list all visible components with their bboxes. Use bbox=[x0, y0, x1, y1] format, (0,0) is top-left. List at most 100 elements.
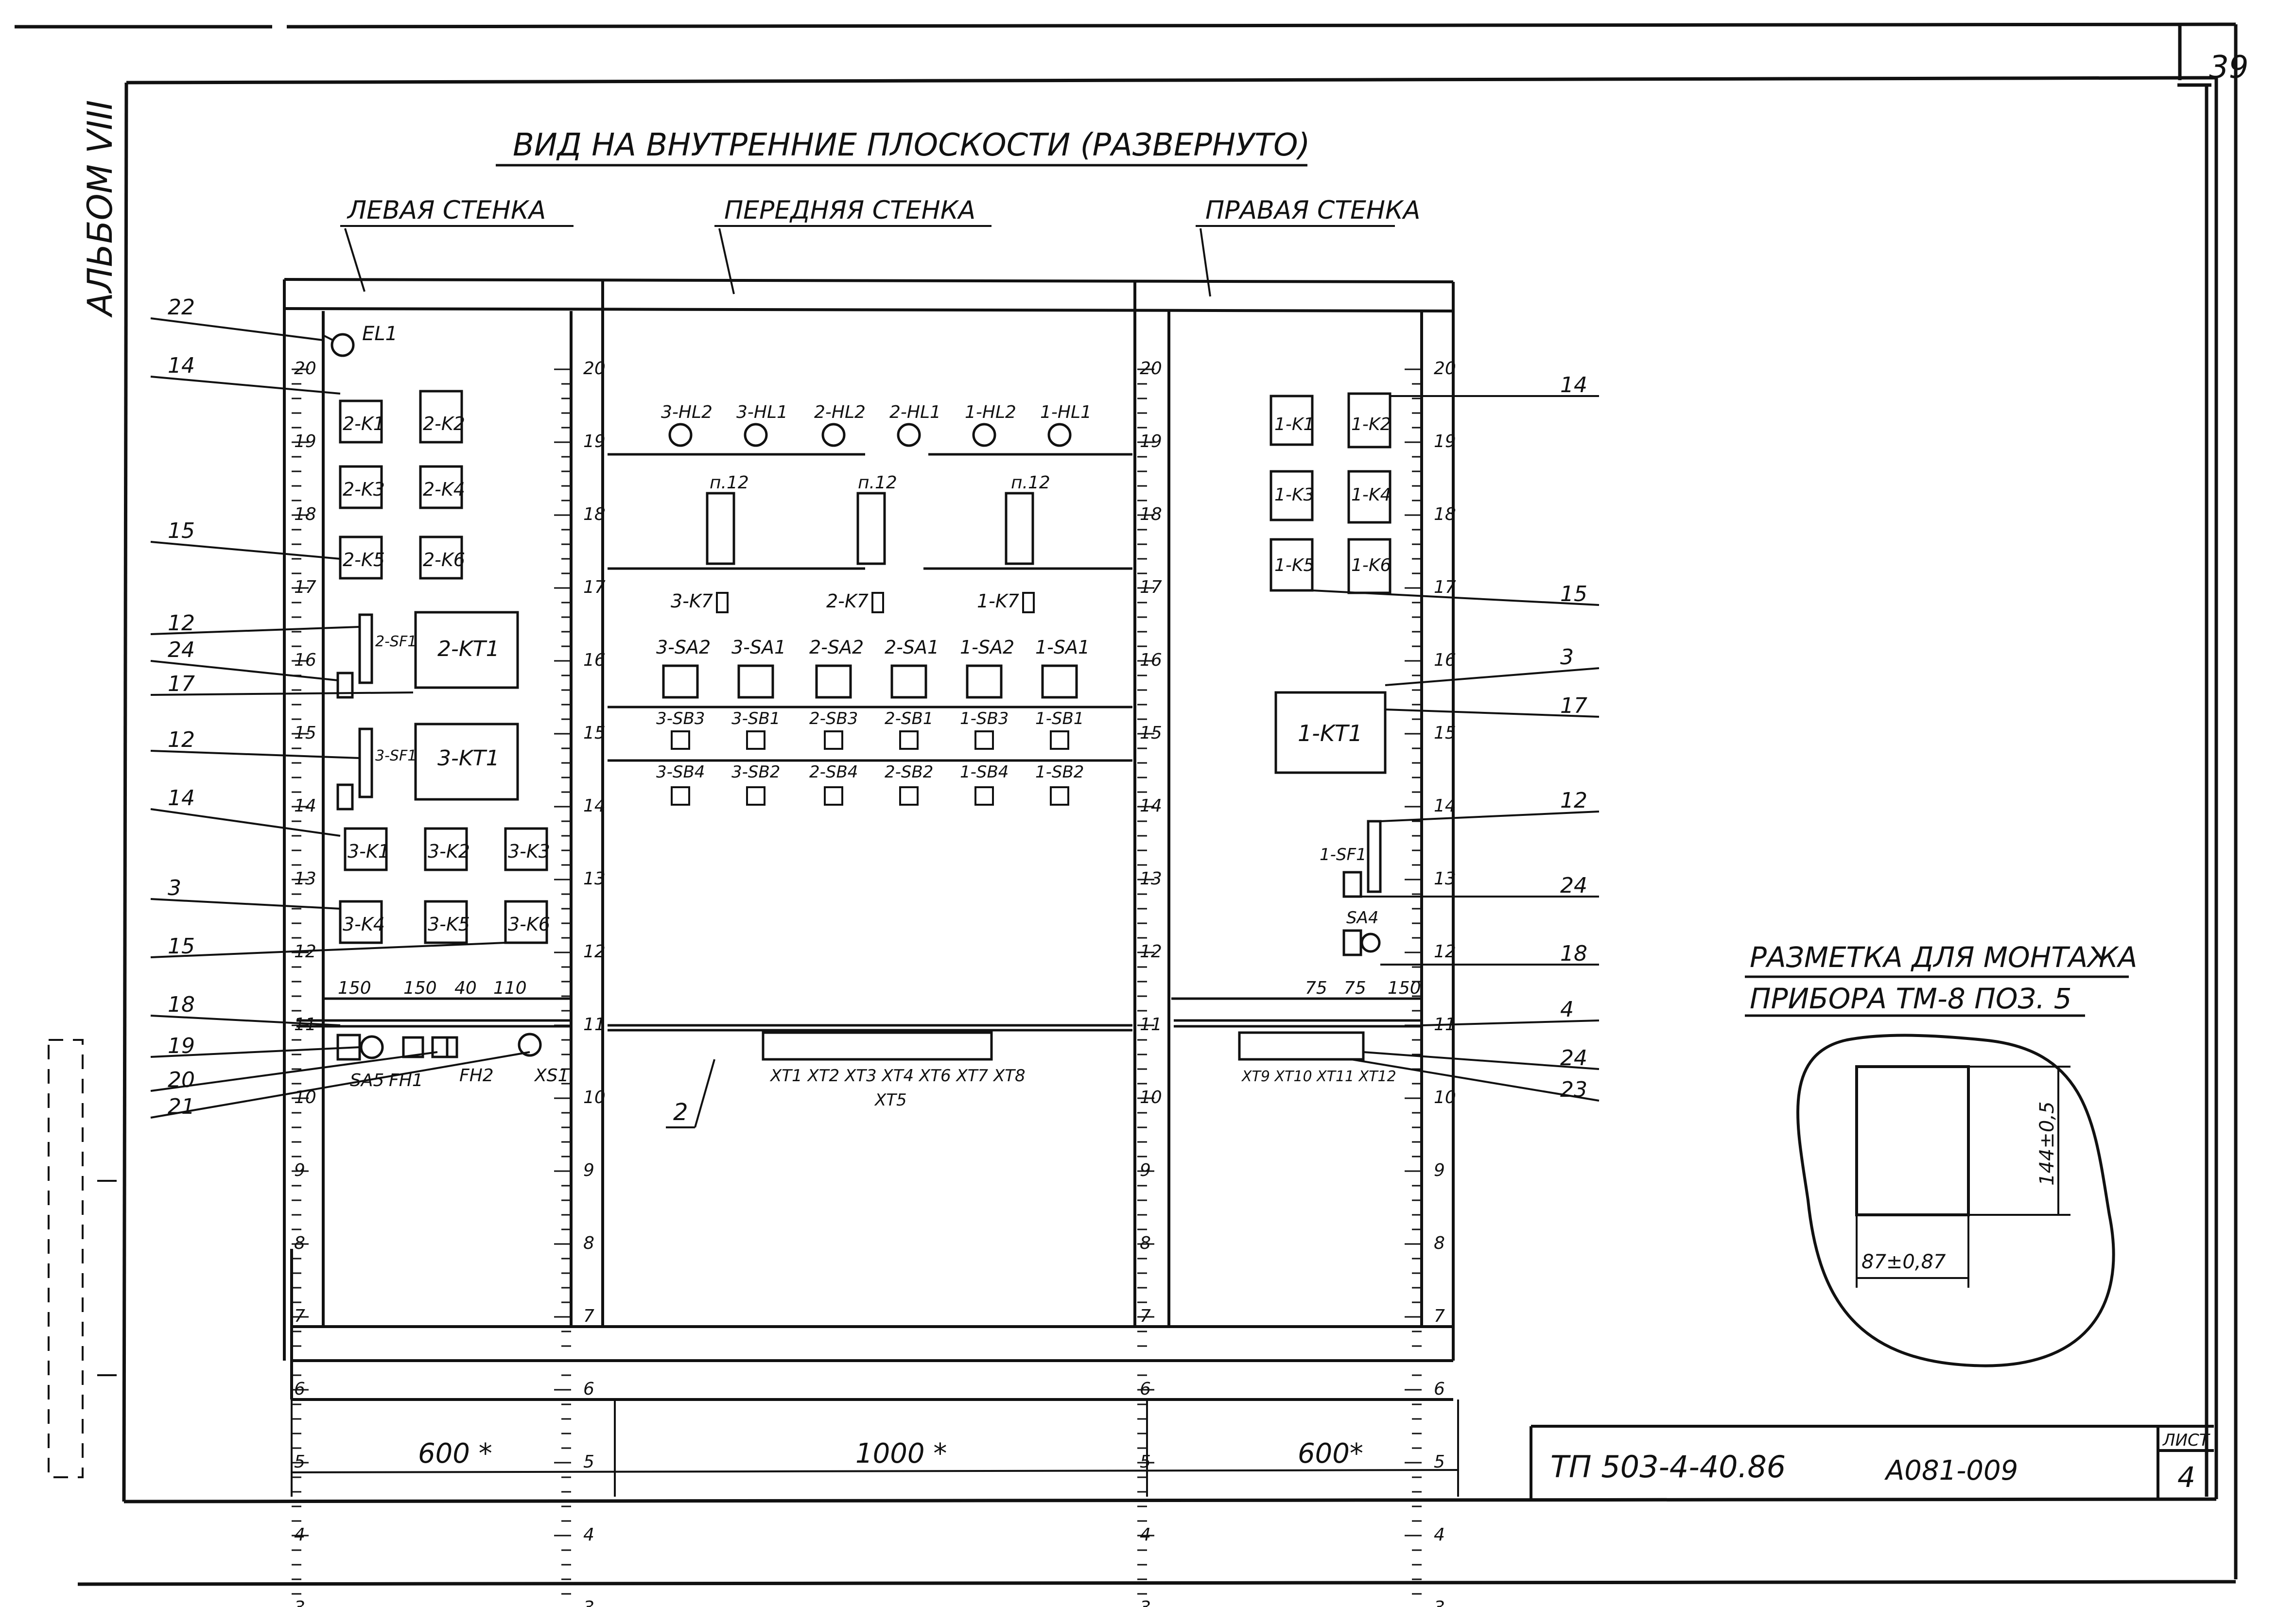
scale-number: 6 bbox=[583, 1379, 594, 1399]
switch-icon bbox=[737, 664, 774, 699]
leader-label: 21 bbox=[168, 1094, 195, 1119]
button-icon bbox=[974, 730, 994, 750]
scale-number: 18 bbox=[583, 504, 606, 524]
button-icon bbox=[1050, 786, 1069, 806]
label-3k6: 3-K6 bbox=[508, 914, 550, 935]
scale-number: 9 bbox=[583, 1160, 594, 1180]
mounting-dim-h: 144±0,5 bbox=[2036, 1102, 2058, 1186]
relay-label: 2-K7 bbox=[826, 590, 869, 612]
scale-number: 3 bbox=[294, 1598, 305, 1607]
scale-number: 17 bbox=[583, 577, 606, 597]
bottom-dimensions: 600 * 1000 * 600* bbox=[291, 1400, 1459, 1497]
leader-label: 12 bbox=[1560, 788, 1587, 813]
dim-left-4: 110 bbox=[493, 978, 527, 998]
scale-number: 11 bbox=[583, 1015, 606, 1035]
label-2k1: 2-K1 bbox=[343, 413, 385, 434]
button-label: 3-SB4 bbox=[656, 762, 705, 782]
scale-number: 19 bbox=[1434, 432, 1456, 451]
scale-number: 20 bbox=[1434, 359, 1456, 379]
label-sa4: SA4 bbox=[1346, 908, 1378, 928]
scale-number: 20 bbox=[583, 359, 606, 379]
right-terminals: XT9 XT10 XT11 XT12 bbox=[1241, 1068, 1396, 1085]
dim-1000: 1000 * bbox=[855, 1438, 947, 1469]
scale-number: 8 bbox=[583, 1233, 594, 1253]
label-2sf1: 2-SF1 bbox=[375, 633, 417, 650]
margin-stamp bbox=[48, 1039, 117, 1478]
scale-number: 14 bbox=[1434, 796, 1456, 816]
scale-number: 4 bbox=[1434, 1525, 1445, 1545]
cutout-label: п.12 bbox=[858, 473, 897, 493]
scale-number: 5 bbox=[583, 1452, 594, 1472]
lamp-label: 1-HL2 bbox=[965, 402, 1016, 422]
dim-left-2: 150 bbox=[403, 978, 437, 998]
scale-number: 19 bbox=[583, 432, 606, 451]
dim-right-2: 75 bbox=[1344, 978, 1366, 998]
label-1k1: 1-K1 bbox=[1274, 415, 1314, 434]
lamp-label: 1-HL1 bbox=[1040, 402, 1092, 422]
button-icon bbox=[746, 786, 765, 806]
scale-number: 3 bbox=[1434, 1598, 1445, 1607]
label-1sf1: 1-SF1 bbox=[1320, 845, 1367, 864]
drawing-title: ВИД НА ВНУТРЕННИЕ ПЛОСКОСТИ (РАЗВЕРНУТО) bbox=[513, 127, 1310, 163]
lamp-icon bbox=[897, 423, 921, 447]
scale-number: 13 bbox=[583, 869, 606, 889]
switch-icon bbox=[662, 664, 699, 699]
lamp-label: 2-HL2 bbox=[814, 402, 866, 422]
button-label: 2-SB1 bbox=[885, 709, 933, 728]
scale-number: 15 bbox=[583, 723, 606, 743]
leader-front-2: 2 bbox=[673, 1099, 688, 1126]
album-code: А081-009 bbox=[1884, 1455, 2018, 1486]
button-icon bbox=[671, 730, 690, 750]
leader-label: 22 bbox=[168, 295, 195, 320]
leader-label: 17 bbox=[1560, 693, 1587, 718]
dim-left-3: 40 bbox=[454, 978, 477, 998]
switch-label: 3-SA1 bbox=[731, 637, 786, 658]
lamp-label: 3-HL1 bbox=[736, 402, 788, 422]
cutout-label: п.12 bbox=[1011, 473, 1050, 493]
dim-right-3: 150 bbox=[1388, 978, 1421, 998]
scale-number: 15 bbox=[1434, 723, 1456, 743]
label-3k2: 3-K2 bbox=[428, 841, 470, 862]
lamp-icon bbox=[1047, 423, 1072, 447]
relay-icon bbox=[871, 592, 884, 613]
switch-label: 1-SA1 bbox=[1035, 637, 1090, 658]
button-icon bbox=[899, 730, 919, 750]
wall-label-front: ПЕРЕДНЯЯ СТЕНКА bbox=[724, 196, 975, 225]
scale-number: 7 bbox=[583, 1306, 594, 1326]
lamp-label: 3-HL2 bbox=[661, 402, 713, 422]
dim-left-1: 150 bbox=[338, 978, 371, 998]
mounting-dim-w: 87±0,87 bbox=[1861, 1251, 1946, 1273]
dim-right-1: 75 bbox=[1305, 978, 1327, 998]
button-icon bbox=[824, 786, 843, 806]
sheet-value: 4 bbox=[2177, 1461, 2195, 1494]
scale-number: 4 bbox=[583, 1525, 594, 1545]
leader-label: 24 bbox=[168, 638, 195, 662]
leader-label: 15 bbox=[168, 934, 195, 959]
button-icon bbox=[1050, 730, 1069, 750]
scale-number: 13 bbox=[1434, 869, 1456, 889]
mounting-cutout bbox=[1855, 1065, 1970, 1216]
lamp-icon bbox=[972, 423, 996, 447]
leader-label: 14 bbox=[168, 353, 195, 378]
switch-label: 1-SA2 bbox=[960, 637, 1014, 658]
label-3k4: 3-K4 bbox=[343, 914, 385, 935]
label-3kt1: 3-KT1 bbox=[437, 746, 500, 771]
label-1k6: 1-K6 bbox=[1351, 555, 1391, 575]
button-label: 2-SB4 bbox=[809, 762, 858, 782]
cutout-label: п.12 bbox=[710, 473, 749, 493]
label-1k4: 1-K4 bbox=[1351, 485, 1391, 505]
button-label: 2-SB3 bbox=[809, 709, 858, 728]
doc-code: ТП 503-4-40.86 bbox=[1550, 1449, 1786, 1485]
label-1k2: 1-K2 bbox=[1351, 415, 1391, 434]
wall-label-left: ЛЕВАЯ СТЕНКА bbox=[347, 196, 546, 225]
leader-label: 18 bbox=[168, 992, 195, 1017]
label-1k5: 1-K5 bbox=[1274, 555, 1314, 575]
lamp-label: 2-HL1 bbox=[889, 402, 941, 422]
scale-number: 14 bbox=[583, 796, 606, 816]
scale-number: 3 bbox=[1140, 1598, 1151, 1607]
label-3k3: 3-K3 bbox=[508, 841, 550, 862]
label-3sf1: 3-SF1 bbox=[375, 747, 417, 764]
